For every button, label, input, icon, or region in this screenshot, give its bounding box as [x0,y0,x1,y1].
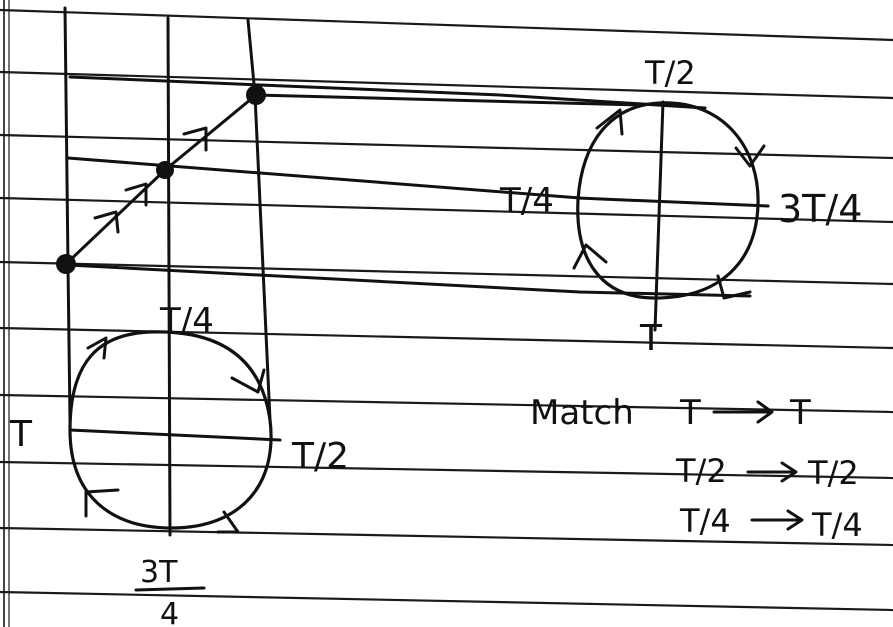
match-heading: Match [530,393,634,433]
arrow-icon-bottom-left [84,488,120,518]
left-circle: T/4 T T/2 3T 4 [9,301,349,627]
right-label-top: T/2 [644,54,696,92]
left-label-left: T [9,414,33,455]
match-row-3-from: T/4 [679,502,731,540]
fraction-bar [134,586,206,592]
dot-upper [246,85,266,105]
horizontal-diameter-right [576,196,770,208]
match-row-2-from: T/2 [675,452,727,490]
left-label-bottom-numerator: 3T [140,555,178,590]
diagonal-path [56,85,266,274]
right-label-right: 3T/4 [778,187,862,231]
match-row-2-to: T/2 [807,454,859,492]
match-row-1-from: T [679,393,701,433]
match-row-1-to: T [789,393,811,433]
right-label-left: T/4 [499,181,554,221]
arrow-icon-bottom-right [216,510,240,534]
left-label-right: T/2 [291,436,349,477]
arrow-icon-bottom-right-right [716,274,752,300]
match-note: Match T T T/2 T/2 T/4 T/4 [530,393,863,544]
right-label-bottom: T [639,318,663,359]
dot-middle [156,161,174,179]
path-arrow-icon-2 [124,182,148,207]
dot-lower [56,254,76,274]
horizontal-diameter [68,428,282,442]
path-arrow-icon-1 [93,210,120,234]
left-label-bottom-denominator: 4 [160,597,179,627]
match-row-3-to: T/4 [811,506,863,544]
left-label-top: T/4 [159,301,214,341]
right-arrow-icon [746,461,798,483]
arrow-icon-top-left-right [595,108,624,136]
right-circle: T/2 T/4 3T/4 T [499,54,862,359]
path-arrow-icon-3 [182,126,208,152]
arrow-icon-right-right [734,144,766,168]
vertical-diameter [653,100,665,332]
right-arrow-icon [750,509,804,531]
arrow-icon-top-left [86,336,108,360]
arrow-icon-bottom-left-right [572,243,608,270]
right-arrow-icon [712,400,774,424]
arrow-icon-right [230,368,266,394]
